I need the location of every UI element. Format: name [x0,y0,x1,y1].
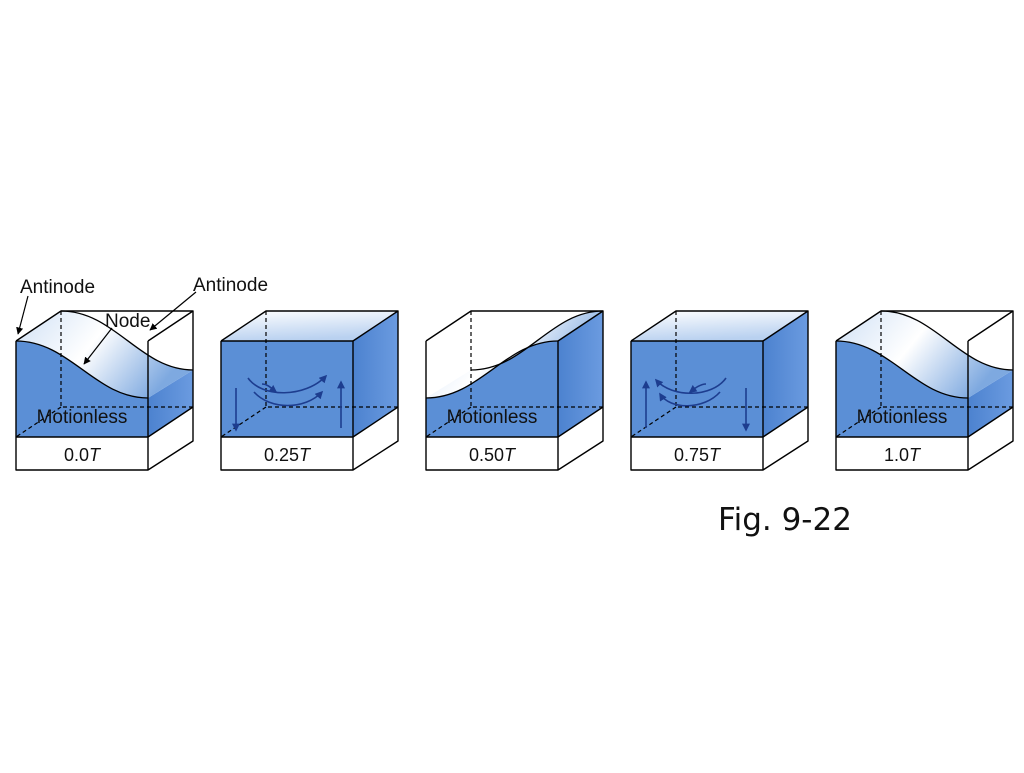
body-label-0: Motionless [37,407,128,428]
figure-caption: Fig. 9-22 [718,502,852,538]
flow-arrows-0-25T [232,374,345,432]
node-label: Node [105,311,150,332]
antinode-label-left: Antinode [20,277,95,298]
panel-0-50T [425,310,604,471]
panel-0-25T [220,310,399,471]
time-label-0: 0.0T [64,445,102,465]
time-label-2: 0.50T [469,445,517,465]
antinode-label-right: Antinode [193,275,268,296]
panel-0-75T [630,310,809,471]
body-label-2: Motionless [447,407,538,428]
panel-0-0T [15,310,194,471]
time-label-1: 0.25T [264,445,312,465]
annotations: Antinode Antinode Node [16,275,268,365]
time-label-4: 1.0T [884,445,922,465]
panel-1-0T [835,310,1014,471]
body-label-4: Motionless [857,407,948,428]
time-label-3: 0.75T [674,445,722,465]
flow-arrows-0-75T [642,377,750,432]
